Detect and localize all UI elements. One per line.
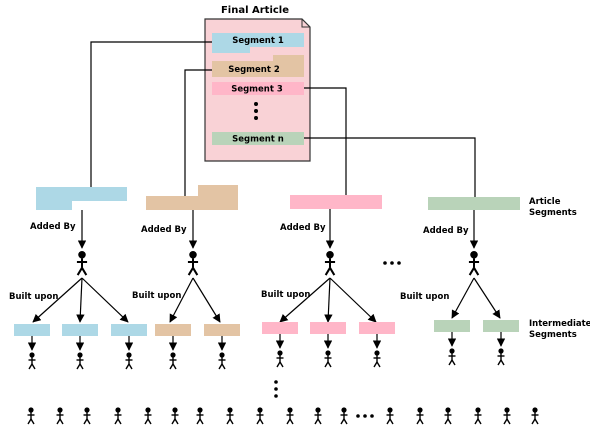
vertical-ellipsis-lower xyxy=(274,380,278,398)
built-upon-arrow-na xyxy=(451,277,475,319)
doc-segment-3-label: Segment 3 xyxy=(231,85,283,95)
article-segment-3 xyxy=(290,195,382,209)
intermediate-segments-label-line2: Segments xyxy=(529,330,577,340)
doc-segment-n xyxy=(212,132,304,145)
intermediate-segment-1a xyxy=(14,324,50,336)
added-by-label-3: Added By xyxy=(280,223,326,233)
author-icon-2 xyxy=(186,249,200,277)
doc-segment-1-tab xyxy=(212,45,250,53)
built-upon-arrow-3a xyxy=(279,277,331,323)
connector-segment-n xyxy=(304,137,476,198)
intermediate-segment-3a xyxy=(262,322,298,334)
diagram-title: Final Article xyxy=(221,5,289,16)
doc-segment-1-label: Segment 1 xyxy=(232,36,284,46)
intermediate-segment-1c xyxy=(111,324,147,336)
built-upon-arrow-3c xyxy=(329,277,377,323)
author-icon-3 xyxy=(323,249,337,277)
intermediate-segment-2b xyxy=(204,324,240,336)
built-upon-arrow-2a xyxy=(169,277,194,323)
built-upon-label-2: Built upon xyxy=(132,291,181,301)
intermediate-segment-nb xyxy=(483,320,519,332)
intermediate-segment-3c xyxy=(359,322,395,334)
doc-vertical-ellipsis xyxy=(254,102,258,120)
intermediate-segment-3b xyxy=(310,322,346,334)
intermediate-segment-1b xyxy=(62,324,98,336)
intermediate-segment-2a xyxy=(155,324,191,336)
doc-segment-n-label: Segment n xyxy=(232,135,284,145)
article-segments-label-line2: Segments xyxy=(529,208,577,218)
built-upon-label-3: Built upon xyxy=(261,290,310,300)
doc-segment-2-tab xyxy=(273,55,304,63)
doc-segment-2 xyxy=(212,61,304,77)
contributor-icons-row xyxy=(27,347,506,370)
contributor-arrows xyxy=(27,332,506,351)
built-upon-label-1: Built upon xyxy=(9,292,58,302)
intermediate-segment-na xyxy=(434,320,470,332)
author-icon-n xyxy=(467,249,481,277)
added-by-label-2: Added By xyxy=(141,225,187,235)
horizontal-ellipsis-bottom xyxy=(356,414,374,418)
connector-segment-2 xyxy=(184,69,212,196)
built-upon-label-n: Built upon xyxy=(400,292,449,302)
built-upon-arrow-1b xyxy=(76,277,85,323)
article-segment-n xyxy=(428,197,520,210)
built-upon-arrow-nb xyxy=(473,277,501,319)
connector-segment-1 xyxy=(90,41,212,188)
horizontal-ellipsis-middle xyxy=(383,261,401,265)
bottom-contributor-row xyxy=(26,406,540,425)
built-upon-arrow-2b xyxy=(192,277,221,323)
doc-segment-2-label: Segment 2 xyxy=(228,65,280,75)
author-icon-1 xyxy=(75,249,89,277)
document-fold xyxy=(301,19,310,28)
built-upon-arrow-1a xyxy=(32,277,83,323)
article-segments-label-line1: Article xyxy=(529,197,561,207)
added-by-label-n: Added By xyxy=(423,226,469,236)
article-segment-1 xyxy=(36,187,127,210)
doc-segment-1 xyxy=(212,33,304,47)
intermediate-segments-label-line1: Intermediate xyxy=(529,319,590,329)
built-upon-arrow-1c xyxy=(81,277,129,323)
doc-segment-3 xyxy=(212,82,304,95)
added-by-label-1: Added By xyxy=(30,222,76,232)
built-upon-arrow-3b xyxy=(324,277,333,323)
article-segment-2 xyxy=(146,185,238,210)
connector-segment-3 xyxy=(304,87,347,196)
